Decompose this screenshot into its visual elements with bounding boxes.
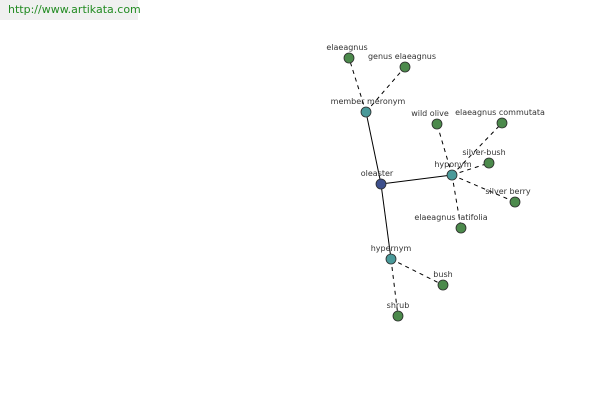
node-wild-olive[interactable] [431,118,443,130]
node-elaeagnus-commutata[interactable] [496,117,508,129]
node-label-member-meronym: member meronym [331,97,406,106]
node-label-elaeagnus-commutata: elaeagnus commutata [455,108,545,117]
node-label-hyponym: hyponym [434,160,472,169]
node-elaeagnus[interactable] [343,52,355,64]
node-label-elaeagnus-latifolia: elaeagnus latifolia [414,213,487,222]
edge-hypernym-to-shrub [390,258,399,317]
node-elaeagnus-latifolia[interactable] [455,222,467,234]
node-label-silver-bush: silver-bush [462,148,505,157]
nodes-layer [343,52,521,322]
edge-oleaster-to-member-meronym [365,111,382,185]
node-label-hypernym: hypernym [371,244,412,253]
node-bush[interactable] [437,279,449,291]
edge-hyponym-to-wild-olive [436,123,453,176]
node-oleaster[interactable] [375,178,387,190]
node-genus-elaeagnus[interactable] [399,61,411,73]
edges-layer [348,57,516,317]
node-label-silver-berry: silver berry [485,187,531,196]
edge-hypernym-to-bush [390,258,444,286]
edge-member-meronym-to-genus-elaeagnus [365,66,406,113]
node-label-shrub: shrub [387,301,410,310]
node-member-meronym[interactable] [360,106,372,118]
site-url-link[interactable]: http://www.artikata.com [8,3,141,16]
node-label-elaeagnus: elaeagnus [326,43,367,52]
edge-hyponym-to-silver-bush [451,162,490,176]
node-label-oleaster: oleaster [361,169,394,178]
node-label-wild-olive: wild olive [411,109,449,118]
node-label-bush: bush [433,270,452,279]
node-label-genus-elaeagnus: genus elaeagnus [368,52,436,61]
labels-layer: oleaster member meronym hyponym hypernym ela… [326,43,545,310]
node-shrub[interactable] [392,310,404,322]
node-silver-berry[interactable] [509,196,521,208]
edge-hyponym-to-elaeagnus-latifolia [451,174,462,229]
edge-oleaster-to-hypernym [380,183,392,260]
node-silver-bush[interactable] [483,157,495,169]
edge-hyponym-to-silver-berry [451,174,516,203]
edge-member-meronym-to-elaeagnus [348,57,367,113]
node-hyponym[interactable] [446,169,458,181]
url-bar: http://www.artikata.com [0,0,141,20]
node-hypernym[interactable] [385,253,397,265]
edge-oleaster-to-hyponym [380,174,453,185]
